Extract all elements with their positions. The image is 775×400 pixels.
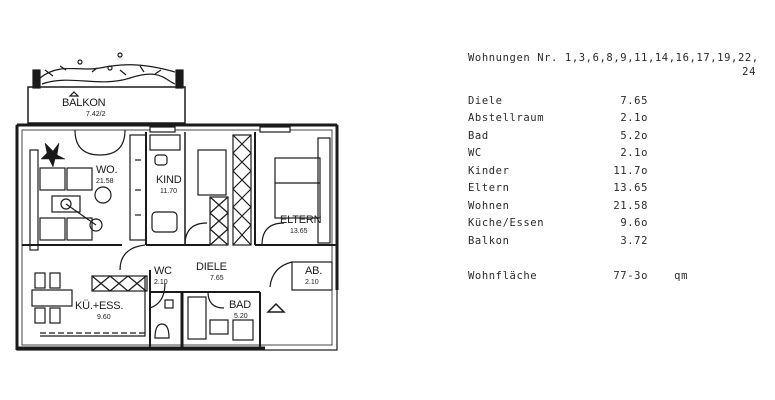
plan-label-eltern: ELTERN 13.65 (280, 214, 322, 236)
floor-plan: BALKON 7.42/2 WO. 21.58 KIND 11.70 ELTER… (0, 0, 360, 400)
plan-label-diele: DIELE 7.65 (196, 261, 227, 283)
apartment-numbers-continued: 24 (742, 66, 756, 78)
plan-label-kueche: KÜ.+ESS. 9.60 (75, 300, 124, 322)
plan-label-wc: WC 2.10 (154, 265, 172, 287)
apartment-numbers-title: Wohnungen Nr. 1,3,6,8,9,11,14,16,17,19,2… (468, 52, 759, 64)
plan-label-balkon: BALKON 7.42/2 (62, 97, 106, 119)
floor-plan-drawing (15, 52, 339, 351)
plan-label-bad: BAD 5.20 (229, 299, 252, 321)
plan-label-wohnen: WO. 21.58 (96, 164, 118, 186)
plan-label-abstellraum: AB. 2.10 (305, 265, 323, 287)
plan-label-kind: KIND 11.70 (156, 174, 182, 196)
